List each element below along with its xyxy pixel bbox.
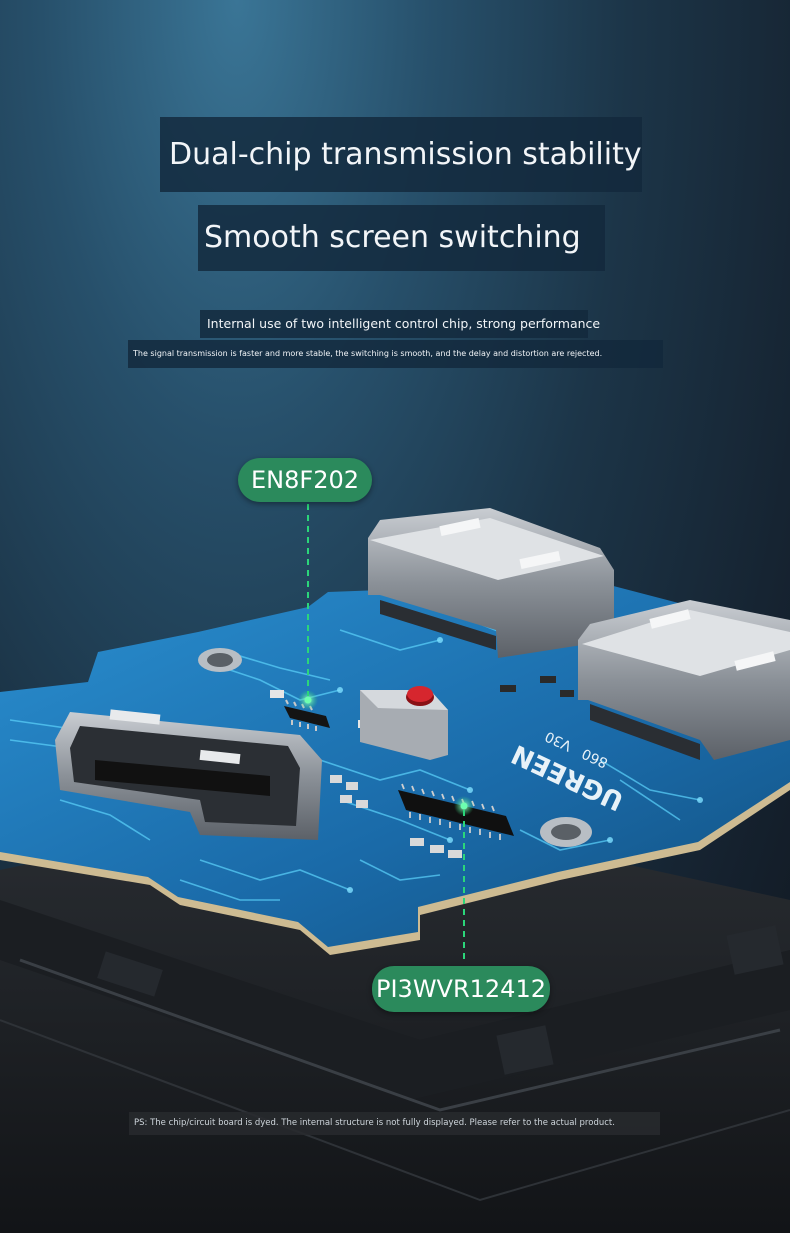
subtitle-line-1: Internal use of two intelligent control … xyxy=(200,310,600,338)
headline-line-2: Smooth screen switching xyxy=(198,205,605,271)
mounting-hole xyxy=(540,817,592,847)
subtitle-line-2: The signal transmission is faster and mo… xyxy=(128,340,663,368)
mounting-hole xyxy=(198,648,242,672)
chip-pi3wvr12412 xyxy=(398,783,514,840)
pcb: UGREEN 860 V30 xyxy=(0,508,790,955)
callout-leaders xyxy=(307,504,465,964)
hdmi-port-input xyxy=(55,709,322,840)
hdmi-port-output-2 xyxy=(578,600,790,760)
headline-line-1: Dual-chip transmission stability xyxy=(160,117,642,192)
hdmi-port-output-1 xyxy=(368,508,614,658)
callout-chip-pi3wvr12412: PI3WVR12412 xyxy=(372,966,550,1012)
chip-en8f202 xyxy=(284,690,330,731)
disclaimer-footnote: PS: The chip/circuit board is dyed. The … xyxy=(129,1112,660,1135)
callout-chip-en8f202: EN8F202 xyxy=(238,458,372,502)
switch-button xyxy=(360,686,448,760)
